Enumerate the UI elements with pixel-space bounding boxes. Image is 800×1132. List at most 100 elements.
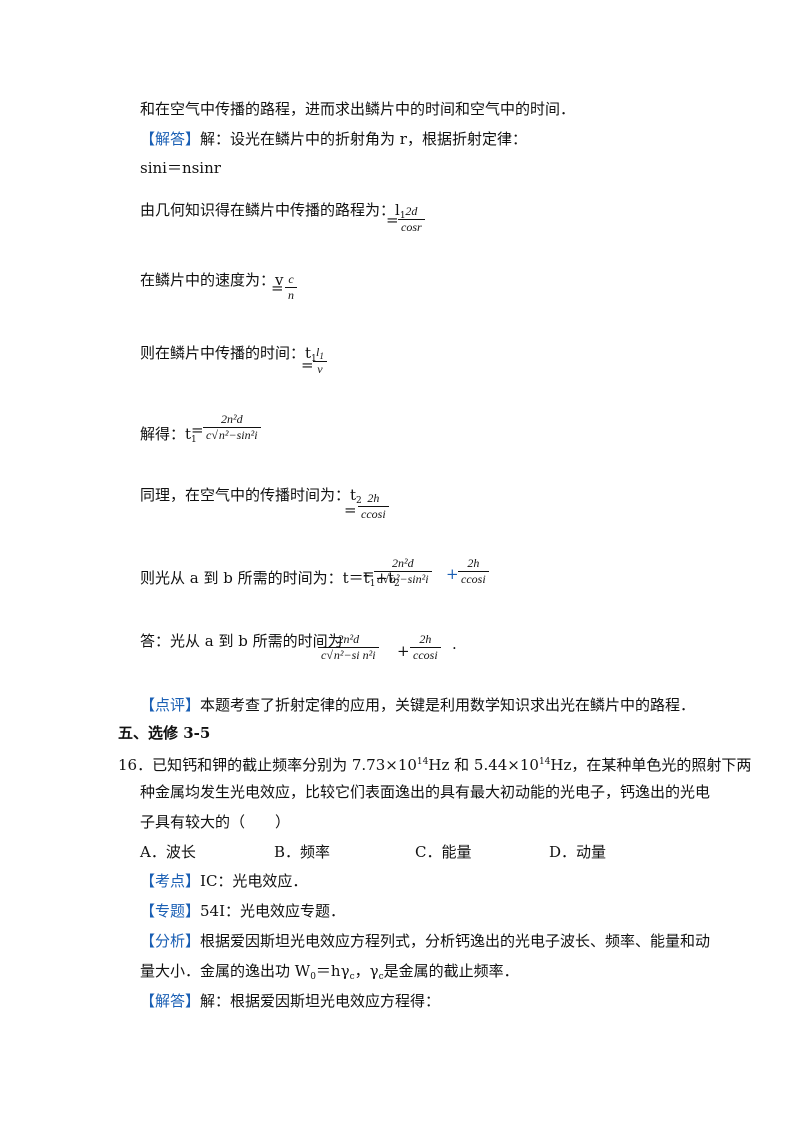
text: 根据爱因斯坦光电效应方程列式，分析钙逸出的光电子波长、频率、能量和动 — [200, 932, 711, 950]
option-label: D．动量 — [549, 843, 607, 861]
fraction-denominator: c√n²−si n²i — [318, 647, 379, 663]
fraction-total-1: 2n²d c√n²−sin²i — [374, 556, 432, 587]
speed-line: 在鳞片中的速度为：v — [140, 270, 284, 290]
time-in-scale-line: 则在鳞片中传播的时间：t1 — [140, 343, 317, 369]
text: 解得： — [140, 425, 186, 443]
dianping-tag: 【点评】 — [140, 696, 201, 714]
equals-sign: = — [362, 565, 375, 583]
math-sub: c — [349, 972, 355, 982]
plus-sign: + — [397, 642, 410, 660]
fraction-t1-result: 2n²d c√n²−sin²i — [203, 412, 261, 443]
fraction-denominator: n — [285, 287, 297, 303]
option-b: B．频率 — [274, 842, 330, 862]
radicand: n²−sin²i — [217, 427, 258, 442]
text: 答：光从 a 到 b 所需的时间为 — [140, 632, 343, 650]
equals-sign: = — [344, 501, 357, 519]
math-var: +t — [375, 569, 395, 587]
fenxi-line: 【分析】根据爱因斯坦光电效应方程列式，分析钙逸出的光电子波长、频率、能量和动 — [140, 931, 710, 951]
fraction-denominator: c√n²−sin²i — [374, 571, 432, 587]
comment-line: 【点评】本题考查了折射定律的应用，关键是利用数学知识求出光在鳞片中的路程． — [140, 695, 695, 715]
fraction-numerator: c — [288, 272, 294, 286]
text: ，γ — [354, 962, 379, 980]
text: 在鳞片中的速度为： — [140, 271, 276, 289]
math-var: c — [377, 572, 383, 586]
equals-sign: = — [271, 279, 284, 297]
answer-line: 【解答】解：设光在鳞片中的折射角为 r，根据折射定律： — [140, 129, 527, 149]
fraction-numerator: 2n²d — [337, 632, 360, 646]
text: ＝hγ — [315, 962, 350, 980]
math-sub: 1 — [191, 435, 197, 445]
math-sub: 1 — [311, 354, 317, 364]
fenxi-line: 量大小．金属的逸出功 W0＝hγc，γc是金属的截止频率． — [140, 961, 519, 987]
text: 五、选修 3-5 — [118, 724, 211, 742]
math-var: t＝t — [342, 569, 370, 587]
fraction-total-2: 2h ccosi — [458, 556, 489, 587]
option-label: C．能量 — [415, 843, 472, 861]
text: 是金属的截止频率． — [383, 962, 519, 980]
fraction-denominator: ccosi — [458, 571, 489, 587]
text: 则在鳞片中传播的时间： — [140, 344, 306, 362]
text: Hz 和 5.44×10 — [428, 756, 539, 774]
question-line: 16．已知钙和钾的截止频率分别为 7.73×1014Hz 和 5.44×1014… — [118, 752, 751, 775]
path-length-line: 由几何知识得在鳞片中传播的路程为：l1 — [140, 200, 406, 226]
option-d: D．动量 — [549, 842, 606, 862]
math-sub: 1 — [399, 211, 406, 221]
fraction-t2: 2h ccosi — [358, 491, 389, 522]
final-answer-line: 答：光从 a 到 b 所需的时间为 — [140, 631, 343, 651]
question-line: 种金属均发生光电效应，比较它们表面逸出的具有最大初动能的光电子，钙逸出的光电 — [140, 782, 710, 802]
fraction-numerator: 2n²d — [391, 556, 414, 570]
zhuanti-tag: 【专题】 — [140, 902, 201, 920]
math-sub: 1 — [369, 579, 376, 589]
solve-line: 解得：t1 — [140, 424, 197, 450]
math-var: t — [185, 425, 192, 443]
option-label: B．频率 — [274, 843, 331, 861]
equals-sign: = — [301, 356, 314, 374]
plus-sign: + — [446, 565, 459, 583]
equals-sign: = — [191, 421, 204, 439]
fraction-numerator: l1 — [313, 345, 327, 361]
kaodian-tag: 【考点】 — [140, 872, 201, 890]
math-var: l — [395, 201, 400, 219]
superscript: 14 — [416, 757, 429, 767]
fraction-denominator: v — [313, 361, 327, 377]
snell-law-line: sini＝nsinr — [140, 158, 221, 178]
section-heading: 五、选修 3-5 — [118, 723, 210, 743]
fraction-numerator: 2h — [467, 556, 480, 570]
text: 解：根据爱因斯坦光电效应方程得： — [200, 992, 441, 1010]
fraction-t1: l1 v — [313, 345, 327, 377]
text: 同理，在空气中的传播时间为： — [140, 486, 351, 504]
time-in-air-line: 同理，在空气中的传播时间为：t2 — [140, 485, 362, 511]
radicand: n²−sin²i — [388, 571, 429, 586]
math-var: t — [350, 486, 357, 504]
fraction-l1: 2d cosr — [398, 204, 425, 235]
fraction-answer-2: 2h ccosi — [410, 632, 441, 663]
total-time-line: 则光从 a 到 b 所需的时间为：t＝t1+t2 — [140, 568, 400, 594]
fraction-numerator: 2h — [367, 491, 380, 505]
math-var: t — [305, 344, 312, 362]
jieda-tag: 【解答】 — [140, 130, 201, 148]
option-a: A．波长 — [140, 842, 196, 862]
fraction-numerator: 2h — [419, 632, 432, 646]
fraction-denominator: ccosi — [358, 506, 389, 522]
fraction-numerator: 2n²d — [220, 412, 243, 426]
option-label: A．波长 — [140, 843, 196, 861]
paragraph-line: 和在空气中传播的路程，进而求出鳞片中的时间和空气中的时间． — [140, 99, 575, 119]
kaodian-line: 【考点】IC：光电效应． — [140, 871, 307, 891]
text: 16．已知钙和钾的截止频率分别为 7.73×10 — [118, 756, 417, 774]
fraction-denominator: ccosi — [410, 647, 441, 663]
radicand: n²−si n²i — [332, 647, 376, 662]
fraction-v: c n — [285, 272, 297, 303]
math-sub: 0 — [310, 972, 316, 982]
text: 和在空气中传播的路程，进而求出鳞片中的时间和空气中的时间． — [140, 100, 576, 118]
math-sub: 2 — [394, 579, 400, 589]
zhuanti-line: 【专题】54I：光电效应专题． — [140, 901, 345, 921]
text: 由几何知识得在鳞片中传播的路程为： — [140, 201, 396, 219]
math-var: c — [206, 428, 212, 442]
text: IC：光电效应． — [200, 872, 308, 890]
jieda-tag: 【解答】 — [140, 992, 201, 1010]
text: 量大小．金属的逸出功 W — [140, 962, 311, 980]
option-c: C．能量 — [415, 842, 471, 862]
text: 解：设光在鳞片中的折射角为 r，根据折射定律： — [200, 130, 527, 148]
equals-sign: = — [386, 211, 399, 229]
answer-line: 【解答】解：根据爱因斯坦光电效应方程得： — [140, 991, 440, 1011]
